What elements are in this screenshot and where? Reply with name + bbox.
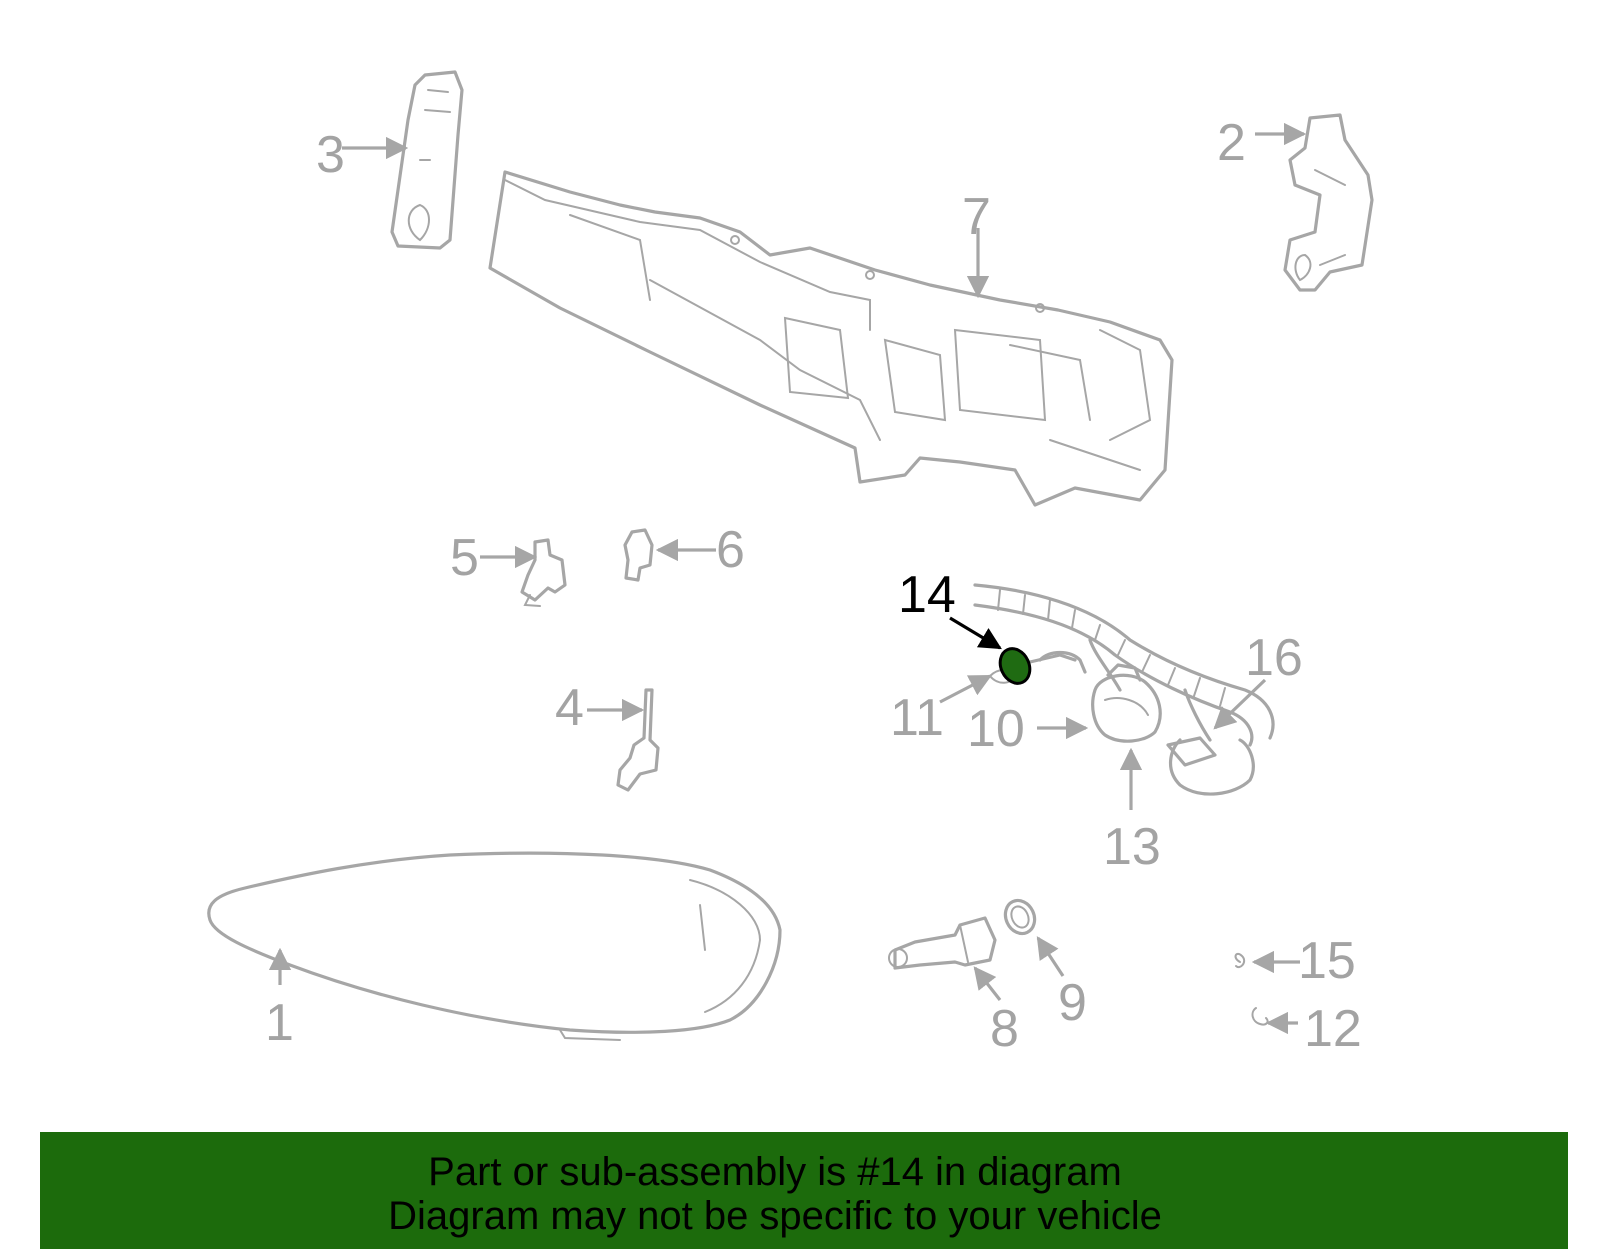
callout-arrow-9 <box>1036 936 1065 977</box>
callout-label-14: 14 <box>898 566 956 624</box>
callout-label-11: 11 <box>890 689 944 747</box>
adjuster-part-5 <box>520 538 567 607</box>
callout-arrow-11 <box>939 674 992 704</box>
info-banner: Part or sub-assembly is #14 in diagram D… <box>40 1132 1568 1249</box>
callout-label-15: 15 <box>1298 932 1356 990</box>
callout-label-6: 6 <box>716 521 745 579</box>
banner-line-disclaimer: Diagram may not be specific to your vehi… <box>388 1194 1162 1238</box>
callout-arrow-16 <box>1213 678 1267 730</box>
ring-part-9 <box>1003 898 1037 936</box>
callout-label-9: 9 <box>1058 974 1087 1032</box>
bracket-part-3 <box>390 70 464 250</box>
callout-label-4: 4 <box>555 679 584 737</box>
clip-part-12 <box>1251 1007 1269 1026</box>
bracket-part-2 <box>1283 113 1374 292</box>
banner-line-part: Part or sub-assembly is #14 in diagram <box>428 1150 1122 1194</box>
socket-part-13 <box>1091 663 1162 743</box>
housing-part-7 <box>488 170 1174 507</box>
callout-label-8: 8 <box>990 1000 1019 1058</box>
callout-arrow-8 <box>973 966 1002 1001</box>
callout-label-1: 1 <box>265 994 294 1052</box>
callout-label-3: 3 <box>316 126 345 184</box>
callout-label-12: 12 <box>1304 1000 1362 1058</box>
bulb-part-8 <box>888 916 997 970</box>
screw-part-4 <box>616 688 660 792</box>
clip-part-15 <box>1234 952 1246 968</box>
lens-part-1 <box>207 851 782 1041</box>
grommet-part-14 <box>998 647 1032 685</box>
callout-label-10: 10 <box>967 700 1025 758</box>
callout-arrow-14 <box>949 616 1002 650</box>
callout-label-13: 13 <box>1103 818 1161 876</box>
clip-part-6 <box>623 528 654 582</box>
harness-part-16 <box>973 583 1275 796</box>
callout-label-7: 7 <box>962 188 991 246</box>
callout-label-2: 2 <box>1217 114 1246 172</box>
callout-label-5: 5 <box>450 529 479 587</box>
callout-label-16: 16 <box>1245 629 1303 687</box>
